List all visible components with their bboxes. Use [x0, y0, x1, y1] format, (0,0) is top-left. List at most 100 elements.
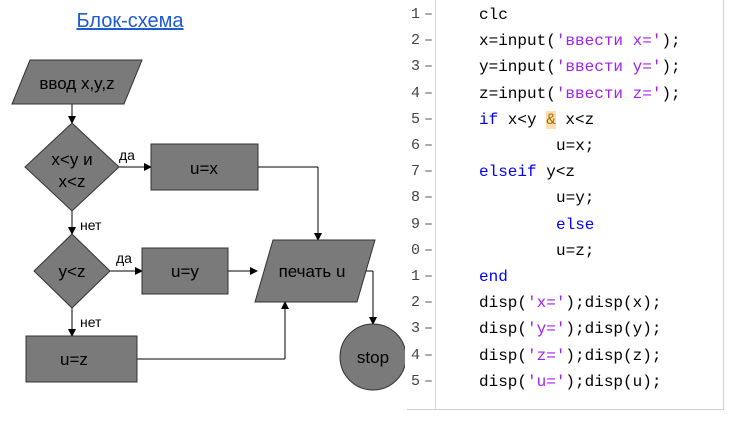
code-token: u=z;	[556, 241, 595, 260]
breakpoint-marker[interactable]: –	[424, 320, 434, 338]
line-number: 3	[411, 58, 421, 76]
code-token: );	[661, 32, 681, 51]
code-line[interactable]: 5–disp('u=');disp(u);	[407, 373, 723, 399]
line-number: 4	[411, 84, 421, 102]
code-line[interactable]: 9– else	[407, 216, 723, 242]
code-text: disp('z=');disp(z);	[479, 347, 661, 365]
code-line[interactable]: 1– clc	[407, 6, 723, 32]
flowchart: Блок-схема ввод x,y,z x<y и x<z да нет u…	[11, 10, 405, 391]
keyword-token: end	[479, 268, 508, 286]
decision-1-line1: x<y и	[51, 150, 92, 169]
breakpoint-marker[interactable]: –	[424, 137, 434, 154]
keyword-token: else	[556, 215, 595, 234]
code-text: u=z;	[556, 242, 594, 260]
code-text: clc	[479, 6, 508, 24]
string-token: 'ввести x='	[555, 32, 662, 51]
code-token: );disp(u);	[565, 372, 662, 391]
code-line[interactable]: 2– x=input('ввести x=');	[407, 32, 723, 58]
decision-2-label: y<z	[59, 262, 86, 281]
breakpoint-marker[interactable]: –	[424, 58, 434, 76]
code-text: u=y;	[556, 189, 594, 207]
gutter-separator	[435, 0, 436, 409]
breakpoint-marker[interactable]: –	[424, 215, 434, 233]
breakpoint-marker[interactable]: –	[424, 189, 434, 207]
line-number: 0	[411, 241, 421, 259]
code-token: x=input(	[479, 32, 556, 51]
code-line[interactable]: 4– z=input('ввести z=');	[407, 85, 723, 111]
code-line[interactable]: 7– elseif y<z	[407, 163, 723, 189]
decision-1-line2: x<z	[59, 172, 86, 191]
line-number: 8	[411, 189, 421, 207]
code-line[interactable]: 5– if x<y & x<z	[407, 110, 723, 137]
line-number: 2	[411, 32, 421, 50]
breakpoint-marker[interactable]: –	[424, 32, 434, 50]
code-line[interactable]: 0– u=z;	[407, 242, 723, 268]
code-token: disp(	[479, 372, 528, 391]
breakpoint-marker[interactable]: –	[424, 84, 434, 102]
flowchart-title[interactable]: Блок-схема	[76, 10, 184, 32]
line-number: 9	[411, 215, 421, 233]
line-number: 3	[411, 320, 421, 338]
code-line[interactable]: 6–u=x;	[407, 137, 723, 163]
code-text: if x<y & x<z	[479, 110, 595, 129]
keyword-token: if	[479, 110, 499, 129]
code-line[interactable]: 3– y=input('ввести y=');	[407, 58, 723, 84]
decision-2-diamond	[33, 233, 111, 309]
code-text: z=input('ввести z=');	[479, 85, 681, 103]
code-text: disp('u=');disp(u);	[479, 373, 661, 391]
code-token: y=input(	[479, 58, 556, 77]
assign-u-x-box	[150, 143, 259, 191]
code-token: );disp(z);	[565, 346, 662, 365]
line-number: 2	[411, 294, 421, 312]
breakpoint-marker[interactable]: –	[424, 241, 434, 259]
breakpoint-marker[interactable]: –	[424, 6, 434, 23]
code-line[interactable]: 1– end	[407, 268, 723, 294]
code-text: x=input('ввести x=');	[479, 32, 681, 50]
print-label: печать u	[279, 262, 346, 281]
string-token: 'ввести z='	[555, 84, 662, 103]
code-token: disp(	[479, 294, 528, 313]
string-token: 'x='	[527, 294, 566, 313]
string-token: 'u='	[527, 372, 566, 391]
line-number: 1	[411, 268, 421, 285]
string-token: 'z='	[527, 346, 566, 365]
yes-1-label: да	[119, 147, 135, 163]
line-number: 1	[411, 6, 421, 23]
stop-terminal	[339, 323, 405, 391]
breakpoint-marker[interactable]: –	[424, 268, 434, 285]
code-line[interactable]: 2– disp('x=');disp(x);	[407, 294, 723, 320]
breakpoint-marker[interactable]: –	[424, 163, 434, 181]
input-parallelogram	[11, 59, 143, 105]
code-line[interactable]: 3– disp('y=');disp(y);	[407, 320, 723, 346]
code-token: u=y;	[556, 189, 595, 208]
keyword-token: elseif	[479, 163, 537, 182]
assign-u-y-label: u=y	[171, 262, 199, 281]
code-token: disp(	[479, 346, 528, 365]
line-number: 7	[411, 163, 421, 181]
code-token: );	[661, 84, 681, 103]
code-text: u=x;	[556, 137, 594, 155]
no-1-label: нет	[80, 217, 102, 233]
code-line[interactable]: 8– u=y;	[407, 189, 723, 215]
code-text: y=input('ввести y=');	[479, 58, 681, 76]
code-token: x<y	[498, 110, 547, 129]
breakpoint-marker[interactable]: –	[424, 372, 434, 390]
line-number: 5	[411, 110, 421, 128]
code-token: );disp(y);	[565, 320, 662, 339]
breakpoint-marker[interactable]: –	[424, 346, 434, 364]
code-token: z=input(	[479, 84, 556, 103]
yes-2-label: да	[116, 250, 132, 266]
assign-u-x-label: u=x	[190, 159, 218, 178]
no-2-label: нет	[80, 314, 102, 330]
connectors	[68, 104, 377, 360]
code-token: y<z	[536, 163, 576, 182]
code-text: disp('y=');disp(y);	[479, 320, 661, 338]
breakpoint-marker[interactable]: –	[424, 110, 434, 128]
code-text: disp('x=');disp(x);	[479, 294, 661, 312]
breakpoint-marker[interactable]: –	[424, 294, 434, 312]
code-token: x<z	[555, 110, 595, 129]
stop-label: stop	[357, 348, 389, 367]
code-line[interactable]: 4–disp('z=');disp(z);	[407, 347, 723, 373]
code-text: elseif y<z	[479, 163, 575, 181]
